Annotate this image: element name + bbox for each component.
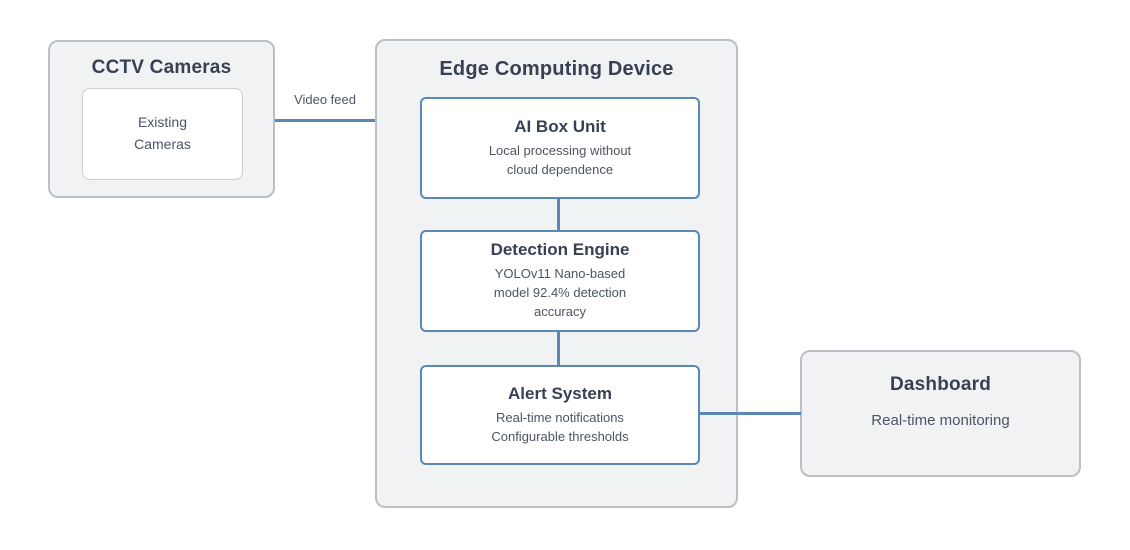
dashboard-group: Dashboard Real-time monitoring — [800, 350, 1081, 477]
edge-computing-device-title: Edge Computing Device — [439, 58, 674, 80]
video-feed-label: Video feed — [294, 92, 356, 107]
alert-system-node: Alert System Real-time notifications Con… — [420, 365, 700, 465]
edge-computing-device-group: Edge Computing Device AI Box Unit Local … — [375, 39, 738, 508]
detection-engine-description: YOLOv11 Nano-based model 92.4% detection… — [493, 266, 627, 319]
detection-to-alert-connector-line — [557, 332, 560, 366]
detection-engine-node: Detection Engine YOLOv11 Nano-based mode… — [420, 230, 700, 332]
ai-box-unit-description: Local processing without cloud dependenc… — [488, 142, 632, 177]
dashboard-title: Dashboard — [889, 374, 992, 395]
ai-box-unit-title: AI Box Unit — [514, 116, 606, 136]
video-feed-connector-line — [275, 119, 375, 122]
alert-system-description: Real-time notifications Configurable thr… — [491, 409, 629, 444]
alert-system-title: Alert System — [508, 383, 612, 403]
cctv-cameras-title: CCTV Cameras — [91, 57, 232, 78]
cctv-cameras-group: CCTV Cameras Existing Cameras — [48, 40, 275, 198]
existing-cameras-node: Existing Cameras — [82, 88, 243, 180]
alert-to-dashboard-connector-line — [698, 412, 801, 415]
ai-box-unit-node: AI Box Unit Local processing without clo… — [420, 97, 700, 199]
detection-engine-title: Detection Engine — [490, 240, 630, 260]
ai-to-detection-connector-line — [557, 199, 560, 231]
dashboard-description: Real-time monitoring — [871, 412, 1010, 429]
